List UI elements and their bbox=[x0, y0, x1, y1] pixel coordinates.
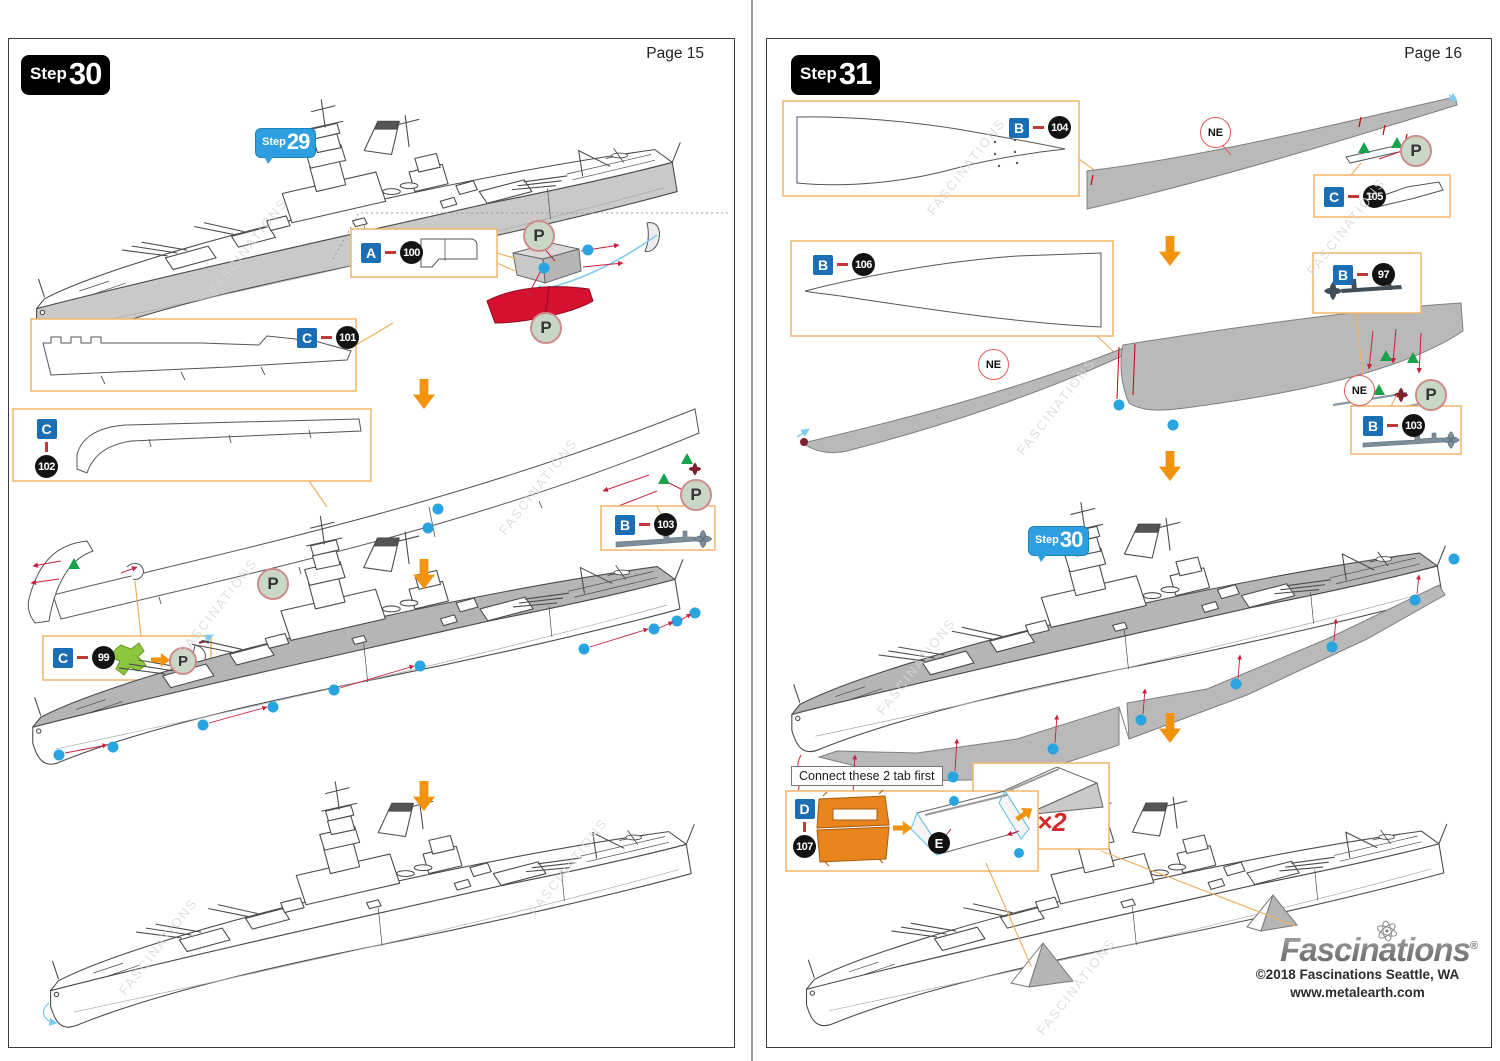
label-tail bbox=[1037, 554, 1047, 562]
p-marker: P bbox=[257, 568, 289, 600]
times2-label: ×2 bbox=[1037, 807, 1067, 837]
part-label-b103: B 103 bbox=[1363, 414, 1425, 437]
p-marker: P bbox=[1415, 379, 1447, 411]
page-number-label: Page 15 bbox=[646, 45, 704, 62]
part-label-c102: C 102 bbox=[35, 419, 58, 478]
part-outline-a100 bbox=[420, 238, 478, 268]
ref-step-29-label: Step 29 bbox=[256, 129, 316, 164]
e-marker: E bbox=[928, 832, 950, 854]
ship-step31-complete bbox=[805, 781, 1448, 1027]
detail-boundary-dotted-line bbox=[332, 212, 731, 260]
part-outline-b106 bbox=[804, 252, 1102, 328]
detail-assembly-a100 bbox=[486, 222, 660, 324]
ship-step30-assembly bbox=[32, 515, 701, 765]
ship-step30-complete bbox=[42, 781, 695, 1028]
page-16: Page 16 Step 31 Step 30 B 104 C 105 B 10… bbox=[766, 38, 1492, 1048]
p-marker: P bbox=[523, 220, 555, 252]
part-label-b103: B 103 bbox=[615, 513, 677, 536]
atom-icon bbox=[1377, 920, 1397, 942]
page16-artwork bbox=[782, 93, 1464, 1027]
label-tail bbox=[264, 156, 274, 164]
p-marker: P bbox=[530, 312, 562, 344]
fascinations-logo: Fascinations® bbox=[1237, 931, 1478, 969]
hull-bottom-pieces-mid bbox=[796, 302, 1464, 454]
page15-artwork bbox=[12, 99, 731, 1028]
callout-box-b97 bbox=[1312, 252, 1422, 314]
part-outline-c101 bbox=[42, 335, 352, 376]
p-marker: P bbox=[1400, 135, 1432, 167]
page-15: Page 15 Step 30 Step 29 A 100 C 101 C 10… bbox=[8, 38, 735, 1048]
ship-step29-result bbox=[36, 99, 681, 346]
part-outline-b104 bbox=[796, 116, 1066, 186]
part-label-b106: B 106 bbox=[813, 253, 875, 276]
ne-marker: NE bbox=[978, 349, 1009, 380]
hull-strip-assembly bbox=[27, 408, 702, 637]
part-label-c99: C 99 bbox=[53, 646, 115, 669]
part-label-c101: C 101 bbox=[297, 326, 359, 349]
ne-marker: NE bbox=[1344, 375, 1375, 406]
step-number: 30 bbox=[68, 56, 102, 91]
ref-step-30-label: Step 30 bbox=[1029, 527, 1089, 562]
part-label-a100: A 100 bbox=[361, 241, 423, 264]
step-number: 31 bbox=[838, 56, 872, 91]
part-label-b104: B 104 bbox=[1009, 116, 1071, 139]
part-b104-holes bbox=[993, 138, 1019, 168]
stand-pointer-lines bbox=[985, 850, 1297, 967]
ne-marker: NE bbox=[1200, 117, 1231, 148]
page-divider bbox=[751, 0, 753, 1061]
website-text: www.metalearth.com bbox=[1290, 985, 1425, 1000]
copyright-text: ©2018 Fascinations Seattle, WA bbox=[1255, 967, 1460, 982]
part-label-c105: C 105 bbox=[1324, 185, 1386, 208]
part-outline-d107 bbox=[816, 789, 890, 867]
ship-step31-assembly bbox=[791, 502, 1460, 807]
connect-note: Connect these 2 tab first bbox=[791, 766, 943, 786]
step-30-header: Step 30 bbox=[21, 55, 111, 95]
step-word: Step bbox=[800, 64, 837, 83]
part-outline-c102 bbox=[76, 418, 362, 474]
step-31-header: Step 31 bbox=[791, 55, 881, 95]
part-label-b97: B 97 bbox=[1333, 263, 1395, 286]
p-marker: P bbox=[680, 479, 712, 511]
part-label-d107: D 107 bbox=[793, 799, 816, 858]
step-word: Step bbox=[30, 64, 67, 83]
page-number-label: Page 16 bbox=[1404, 45, 1462, 62]
part-outline-b97 bbox=[1323, 279, 1402, 301]
p-marker: P bbox=[169, 647, 197, 675]
